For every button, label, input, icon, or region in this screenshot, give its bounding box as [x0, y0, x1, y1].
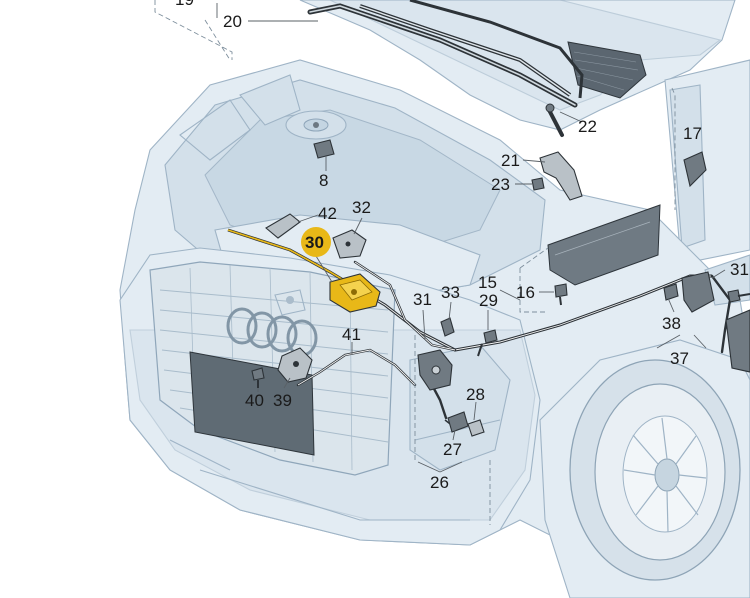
part-callouts: 19 20 22 17 21 23 8 42 32 30 31 33 15 29…: [175, 0, 749, 492]
screw-40: [251, 367, 265, 388]
holder-28: [467, 419, 485, 437]
callout-28: 28: [466, 385, 485, 404]
callout-leader-lines: [216, 3, 726, 473]
release-cable-system: [227, 103, 750, 437]
callout-8: 8: [319, 171, 328, 190]
callout-16: 16: [516, 283, 535, 302]
callout-39: 39: [273, 391, 292, 410]
callout-17: 17: [683, 124, 702, 143]
air-intake-panel: [547, 204, 661, 286]
callout-26: 26: [430, 473, 449, 492]
screw-right: [727, 289, 750, 303]
lock-right-part: [725, 309, 750, 373]
assembly-guide-lines: [154, 0, 676, 525]
callout-15: 15: [478, 273, 497, 292]
release-handle-42: [265, 213, 301, 239]
callout-27: 27: [443, 440, 462, 459]
callout-42: 42: [318, 204, 337, 223]
callout-30: 30: [305, 233, 324, 252]
grommet-38: [663, 283, 679, 301]
callout-38: 38: [662, 314, 681, 333]
hinge-21: [539, 151, 583, 201]
clip-33: [440, 317, 455, 337]
callout-41: 41: [342, 325, 361, 344]
hood-vent-grille: [567, 41, 647, 99]
radiator-grille: [149, 261, 396, 476]
licence-plate-area: [189, 351, 315, 456]
bracket-17: [683, 151, 707, 188]
screw-29: [477, 329, 498, 357]
screw-23: [531, 177, 545, 191]
callout-30-highlighted: 30: [301, 227, 331, 257]
screw-16: [554, 283, 568, 306]
callout-19: 19: [175, 0, 194, 9]
microswitch-27: [447, 411, 469, 433]
callout-33: 33: [441, 283, 460, 302]
distributor-housing-30: [329, 273, 381, 313]
callout-32: 32: [352, 198, 371, 217]
callout-37: 37: [670, 349, 689, 368]
callout-31-right: 31: [730, 260, 749, 279]
callout-21: 21: [501, 151, 520, 170]
hood-latch-31: [417, 349, 453, 391]
callout-23: 23: [491, 175, 510, 194]
front-wheel: [569, 359, 741, 581]
callout-29: 29: [479, 291, 498, 310]
mount-8: [313, 139, 335, 159]
car-body-illustration: [119, 0, 750, 598]
callout-22: 22: [578, 117, 597, 136]
callout-40: 40: [245, 391, 264, 410]
callout-20: 20: [223, 12, 242, 31]
lock-37: [681, 271, 715, 313]
callout-31-center: 31: [413, 290, 432, 309]
